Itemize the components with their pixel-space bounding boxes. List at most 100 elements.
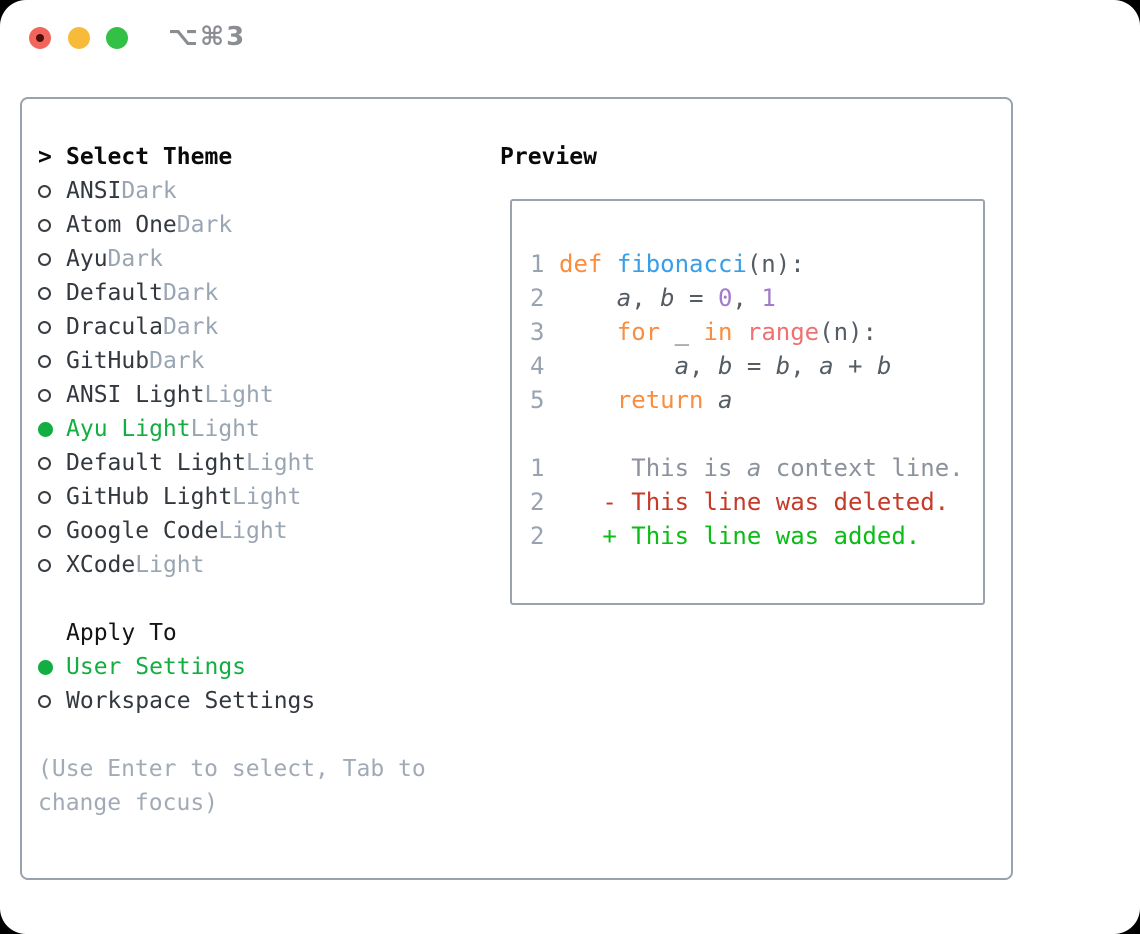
radio-unselected-icon [38,276,66,310]
open-circle-icon [38,558,51,572]
zoom-button-icon[interactable] [106,27,128,49]
theme-variant: Light [135,552,205,578]
theme-name: GitHub Light [66,484,233,510]
code-token: , [631,284,661,312]
theme-name: Ayu [66,246,108,272]
radio-unselected-icon [38,344,66,378]
theme-option[interactable]: ANSI Light Light [38,378,478,412]
theme-variant: Light [218,518,288,544]
line-number: 1 [530,454,545,482]
code-token [704,383,718,417]
code-token: a [616,284,632,312]
code-token: a [819,352,834,380]
code-token: 0 [717,284,733,312]
code-token: b [717,352,733,380]
theme-variant: Dark [107,246,163,272]
filled-circle-icon [38,421,53,437]
radio-selected-icon [38,650,66,684]
code-token: (n): [746,250,805,278]
close-dot-icon [36,34,44,42]
theme-name: XCode [66,552,136,578]
radio-unselected-icon [38,514,66,548]
title-bar: ⌥⌘3 [0,0,1140,76]
code-token: b [876,352,892,380]
preview-header: Preview [500,144,597,170]
radio-unselected-icon [38,378,66,412]
code-token [602,247,616,281]
theme-option[interactable]: Ayu Dark [38,242,478,276]
code-token: a [674,352,690,380]
radio-selected-icon [38,412,66,446]
line-number: 4 [530,352,545,380]
diff-preview: 1 This is a context line.2 - This line w… [530,451,983,553]
radio-unselected-icon [38,480,66,514]
diff-line-context: 1 This is a context line. [530,451,983,485]
line-number: 2 [530,284,545,312]
line-number: 5 [530,386,545,414]
apply-to-option[interactable]: Workspace Settings [38,684,478,718]
code-token: _ [660,318,704,346]
code-token: def [559,250,603,278]
code-token: , [790,352,820,380]
radio-unselected-icon [38,548,66,582]
code-token [559,281,617,315]
code-token [559,349,675,383]
minimize-button-icon[interactable] [68,27,90,49]
bullet-spacer [38,616,66,650]
code-token: context line. [761,454,964,482]
help-text-line-1: (Use Enter to select, Tab to [38,756,426,782]
theme-variant: Dark [162,314,219,340]
theme-option[interactable]: Dracula Dark [38,310,478,344]
help-text-line-2: change focus) [38,790,219,816]
theme-variant: Dark [162,280,219,306]
theme-option[interactable]: Google Code Light [38,514,478,548]
theme-name: Dracula [66,314,163,340]
code-token: range [746,318,820,346]
radio-unselected-icon [38,174,66,208]
theme-option[interactable]: Ayu Light Light [38,412,478,446]
theme-option[interactable]: Atom One Dark [38,208,478,242]
apply-to-label: Workspace Settings [66,688,316,714]
theme-name: Google Code [66,518,219,544]
code-line: 3 for _ in range(n): [530,315,983,349]
code-line: 5 return a [530,383,983,417]
open-circle-icon [38,184,51,198]
code-token: , [732,284,762,312]
theme-option[interactable]: XCode Light [38,548,478,582]
open-circle-icon [38,694,51,708]
diff-line-deleted: 2 - This line was deleted. [530,485,983,519]
apply-to-option[interactable]: User Settings [38,650,478,684]
open-circle-icon [38,456,51,470]
code-token: a [717,386,733,414]
radio-unselected-icon [38,242,66,276]
theme-variant: Dark [176,212,233,238]
window-title: ⌥⌘3 [168,22,247,52]
open-circle-icon [38,490,51,504]
theme-option[interactable]: ANSI Dark [38,174,478,208]
theme-variant: Light [190,416,260,442]
diff-line-added: 2 + This line was added. [530,519,983,553]
code-token: - This line was deleted. [559,488,950,516]
select-theme-header: Select Theme [66,144,233,170]
code-token: This is [559,454,747,482]
theme-name: ANSI [66,178,122,204]
cursor-icon: > [38,144,52,170]
apply-to-header-row: Apply To [38,616,478,650]
open-circle-icon [38,252,51,266]
theme-option[interactable]: GitHub Dark [38,344,478,378]
open-circle-icon [38,320,51,334]
code-token: , [689,352,718,380]
theme-variant: Light [246,450,316,476]
theme-variant: Light [204,382,274,408]
radio-unselected-icon [38,684,66,718]
theme-variant: Dark [149,348,205,374]
theme-option[interactable]: Default Dark [38,276,478,310]
theme-name: Ayu Light [66,416,191,442]
theme-option[interactable]: Default Light Light [38,446,478,480]
theme-option[interactable]: GitHub Light Light [38,480,478,514]
code-token: = [674,284,718,312]
close-button-icon[interactable] [29,27,51,49]
